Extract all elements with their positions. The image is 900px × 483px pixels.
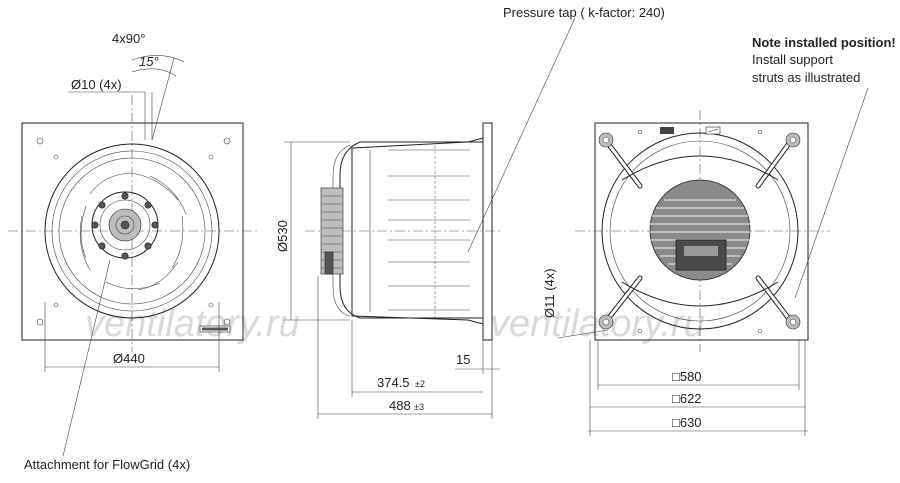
rear-inner-ring bbox=[609, 140, 791, 322]
rear-view: Note installed position! Install support… bbox=[542, 35, 896, 436]
cable-gland bbox=[324, 251, 334, 275]
angle-arc-inner bbox=[131, 68, 177, 77]
front-mount-holes bbox=[36, 137, 231, 326]
rear-edge-holes bbox=[637, 129, 763, 334]
rear-plate bbox=[594, 122, 809, 341]
size-580-label: □580 bbox=[672, 369, 702, 384]
flowgrid-attachment-icon bbox=[199, 325, 231, 333]
front-hole-label: Ø10 (4x) bbox=[71, 77, 122, 92]
watermark-left: ventilatory.ru bbox=[85, 303, 300, 345]
inlet-ring-outer bbox=[44, 143, 220, 319]
diameter-label: Ø530 bbox=[275, 220, 290, 252]
flange-thk-label: 15 bbox=[456, 352, 470, 367]
strut-arc-top bbox=[621, 155, 779, 181]
rear-hole-label: Ø11 (4x) bbox=[542, 268, 557, 318]
attachment-leader bbox=[62, 259, 111, 457]
angle-arc-outer bbox=[131, 55, 185, 63]
rear-hole-leader bbox=[557, 329, 609, 339]
rear-outer-ring bbox=[601, 132, 799, 330]
front-view: 4x90° 15° Ø10 (4x) Ø440 Attachment for F… bbox=[8, 31, 258, 472]
note-leader bbox=[794, 87, 869, 299]
size-630-label: □630 bbox=[672, 415, 702, 430]
rear-corner-holes bbox=[598, 132, 801, 330]
attachment-label: Attachment for FlowGrid (4x) bbox=[24, 457, 190, 472]
label-plates bbox=[660, 126, 721, 135]
support-struts bbox=[360, 141, 483, 319]
shaft bbox=[120, 220, 130, 230]
size-622-label: □622 bbox=[672, 391, 702, 406]
depth1-label: 374.5 bbox=[377, 375, 410, 390]
pressure-tap-leader bbox=[467, 17, 576, 253]
depth2-label: 488 bbox=[389, 398, 411, 413]
inlet-nozzle bbox=[58, 157, 206, 305]
front-plate bbox=[21, 122, 244, 341]
angle-spacing-label: 4x90° bbox=[112, 31, 145, 46]
inlet-dim-label: Ø440 bbox=[113, 351, 145, 366]
hub-inner bbox=[115, 215, 135, 235]
impeller-blades-side bbox=[388, 149, 470, 311]
side-view: Pressure tap ( k-factor: 240) Ø530 15 37… bbox=[275, 5, 665, 419]
mount-bolts bbox=[91, 192, 159, 260]
motor-cooling-fins bbox=[650, 199, 750, 265]
impeller-blades bbox=[79, 172, 187, 291]
note-title: Note installed position! bbox=[752, 35, 896, 50]
depth1-tol: ±2 bbox=[415, 379, 425, 389]
note-line-2: struts as illustrated bbox=[752, 70, 860, 85]
depth2-tol: ±3 bbox=[414, 402, 424, 412]
watermark-right: ventilatory.ru bbox=[490, 303, 705, 345]
angle-leader bbox=[151, 57, 175, 141]
motor-rim bbox=[99, 199, 151, 251]
strut-arc-bottom bbox=[621, 281, 779, 307]
inlet-ring bbox=[51, 150, 213, 312]
note-line-1: Install support bbox=[752, 52, 833, 67]
pressure-tap-label: Pressure tap ( k-factor: 240) bbox=[503, 5, 665, 20]
terminal-lid bbox=[684, 246, 718, 256]
angle-offset-label: 15° bbox=[139, 54, 159, 69]
